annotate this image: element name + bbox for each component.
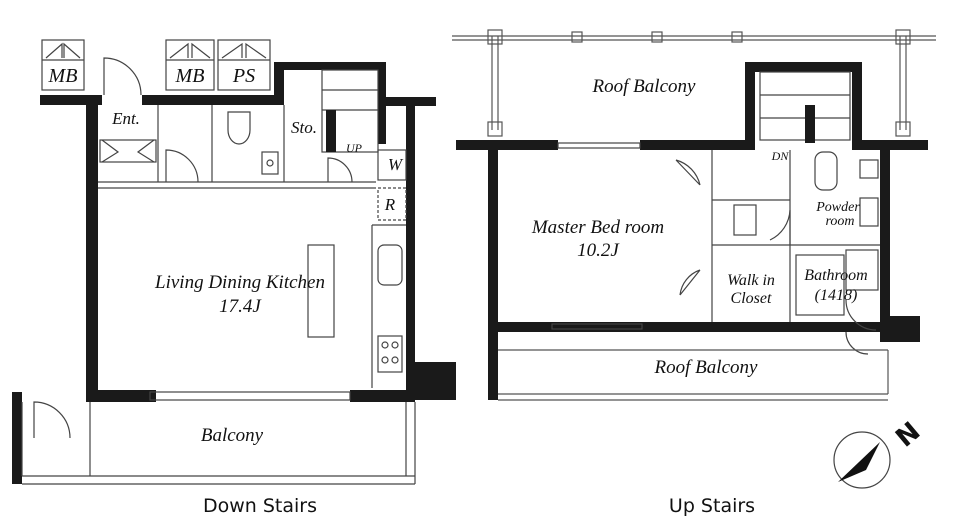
- label-balcony: Balcony: [201, 425, 264, 446]
- down-interior: [98, 69, 407, 401]
- roof-balcony-top: [452, 29, 936, 137]
- down-stairs-plan: [12, 39, 456, 485]
- label-bathroom-1: Bathroom: [804, 267, 867, 284]
- label-walk-in-1: Walk in: [727, 272, 775, 289]
- entrance-door: [103, 57, 142, 96]
- compass-arrow-icon: [838, 442, 880, 482]
- down-labels: MB MB PS Ent. Sto. UP W R Living Dining …: [48, 65, 404, 517]
- label-master-name: Master Bed room: [531, 217, 664, 238]
- roof-balcony-bottom: [498, 349, 889, 401]
- label-dn: DN: [771, 149, 790, 163]
- caption-down-stairs: Down Stairs: [203, 495, 317, 517]
- label-roof-balcony-top: Roof Balcony: [592, 76, 696, 97]
- balcony-area: [12, 392, 416, 485]
- label-ps: PS: [232, 65, 255, 87]
- label-powder-2: room: [825, 214, 854, 229]
- label-ldk-name: Living Dining Kitchen: [154, 272, 325, 293]
- label-ldk-size: 17.4J: [219, 296, 262, 317]
- up-walls: [456, 62, 928, 400]
- label-mb: MB: [175, 65, 205, 87]
- label-powder-1: Powder: [815, 200, 860, 215]
- down-stair-core: [326, 110, 336, 152]
- label-entrance: Ent.: [111, 109, 140, 128]
- caption-up-stairs: Up Stairs: [669, 495, 755, 517]
- up-stairs-plan: [452, 29, 936, 401]
- pipe-space-ps: [217, 39, 271, 91]
- up-interior: [551, 71, 880, 355]
- label-storage: Sto.: [291, 118, 317, 137]
- label-r: R: [384, 195, 396, 214]
- north-compass: N: [833, 417, 926, 489]
- label-mb-left: MB: [48, 65, 78, 87]
- compass-north-letter: N: [890, 417, 926, 454]
- meter-box-mb: [165, 39, 215, 91]
- label-walk-in-2: Closet: [731, 290, 772, 307]
- label-master-size: 10.2J: [577, 240, 620, 261]
- label-up: UP: [346, 141, 363, 155]
- up-labels: Roof Balcony DN Master Bed room 10.2J Po…: [531, 76, 868, 517]
- meter-box-left: [41, 39, 85, 91]
- up-stair-core: [805, 105, 815, 143]
- down-walls: [40, 62, 456, 402]
- label-bathroom-2: (1418): [815, 287, 858, 304]
- label-w: W: [388, 155, 404, 174]
- label-roof-balcony-bottom: Roof Balcony: [654, 357, 758, 378]
